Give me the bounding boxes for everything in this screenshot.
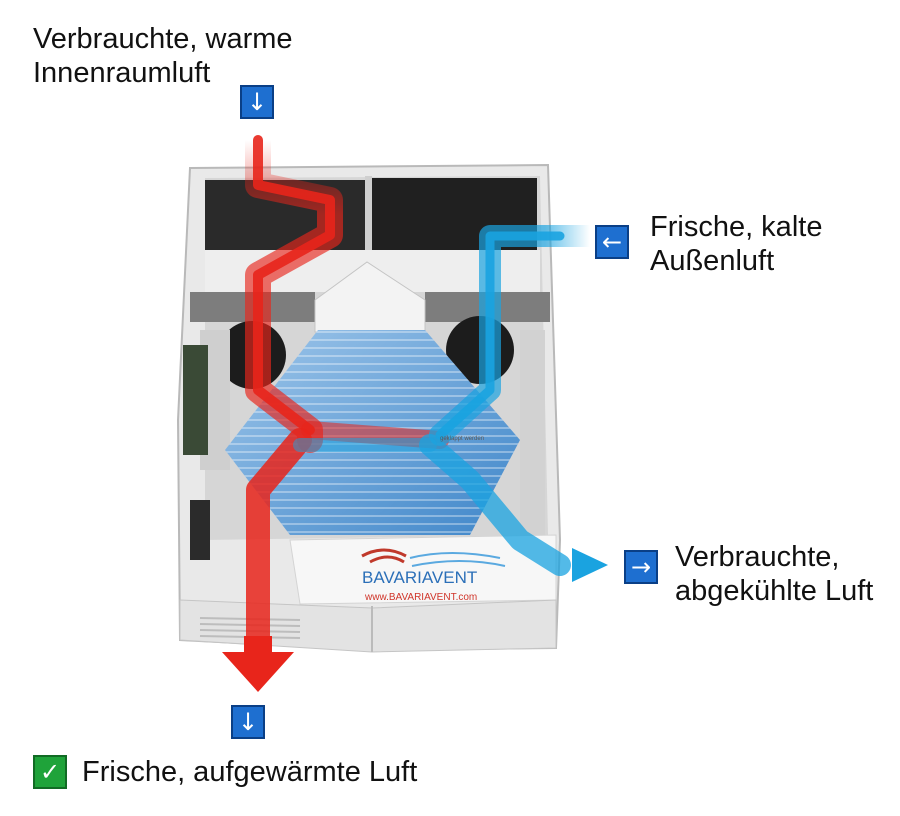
arrow-left-icon: ← [595, 225, 629, 259]
cold-air-outlet-arrow [572, 548, 608, 582]
label-exhaust-in-line2: Innenraumluft [33, 57, 211, 89]
arrow-down-icon-supply: ↓ [231, 705, 265, 739]
control-board [183, 345, 208, 455]
label-supply-out: Frische, aufgewärmte Luft [82, 756, 418, 788]
cold-air-flow [293, 225, 601, 576]
warm-air-outlet-arrow [222, 652, 294, 692]
filter-bottom-left [190, 500, 210, 560]
brand-logo [361, 548, 506, 567]
brand-url: www.BAVARIAVENT.com [364, 592, 477, 603]
label-fresh-in: Frische, kalte Außenluft [650, 210, 822, 278]
arrow-right-icon: → [624, 550, 658, 584]
label-exhaust-in: Verbrauchte, warme Innenraumluft [33, 22, 293, 90]
label-fresh-in-line2: Außenluft [650, 245, 775, 277]
exchanger-sticker: geklappt werden [440, 436, 484, 442]
arrow-down-icon: ↓ [240, 85, 274, 119]
checkmark-icon: ✓ [33, 755, 67, 789]
label-fresh-in-line1: Frische, kalte [650, 211, 823, 243]
label-exhaust-out-line1: Verbrauchte, [675, 541, 840, 573]
label-exhaust-out-line2: abgekühlte Luft [675, 575, 874, 607]
label-exhaust-out: Verbrauchte, abgekühlte Luft [675, 540, 873, 608]
brand-name: BAVARIAVENT [362, 568, 477, 587]
label-exhaust-in-line1: Verbrauchte, warme [33, 23, 293, 55]
